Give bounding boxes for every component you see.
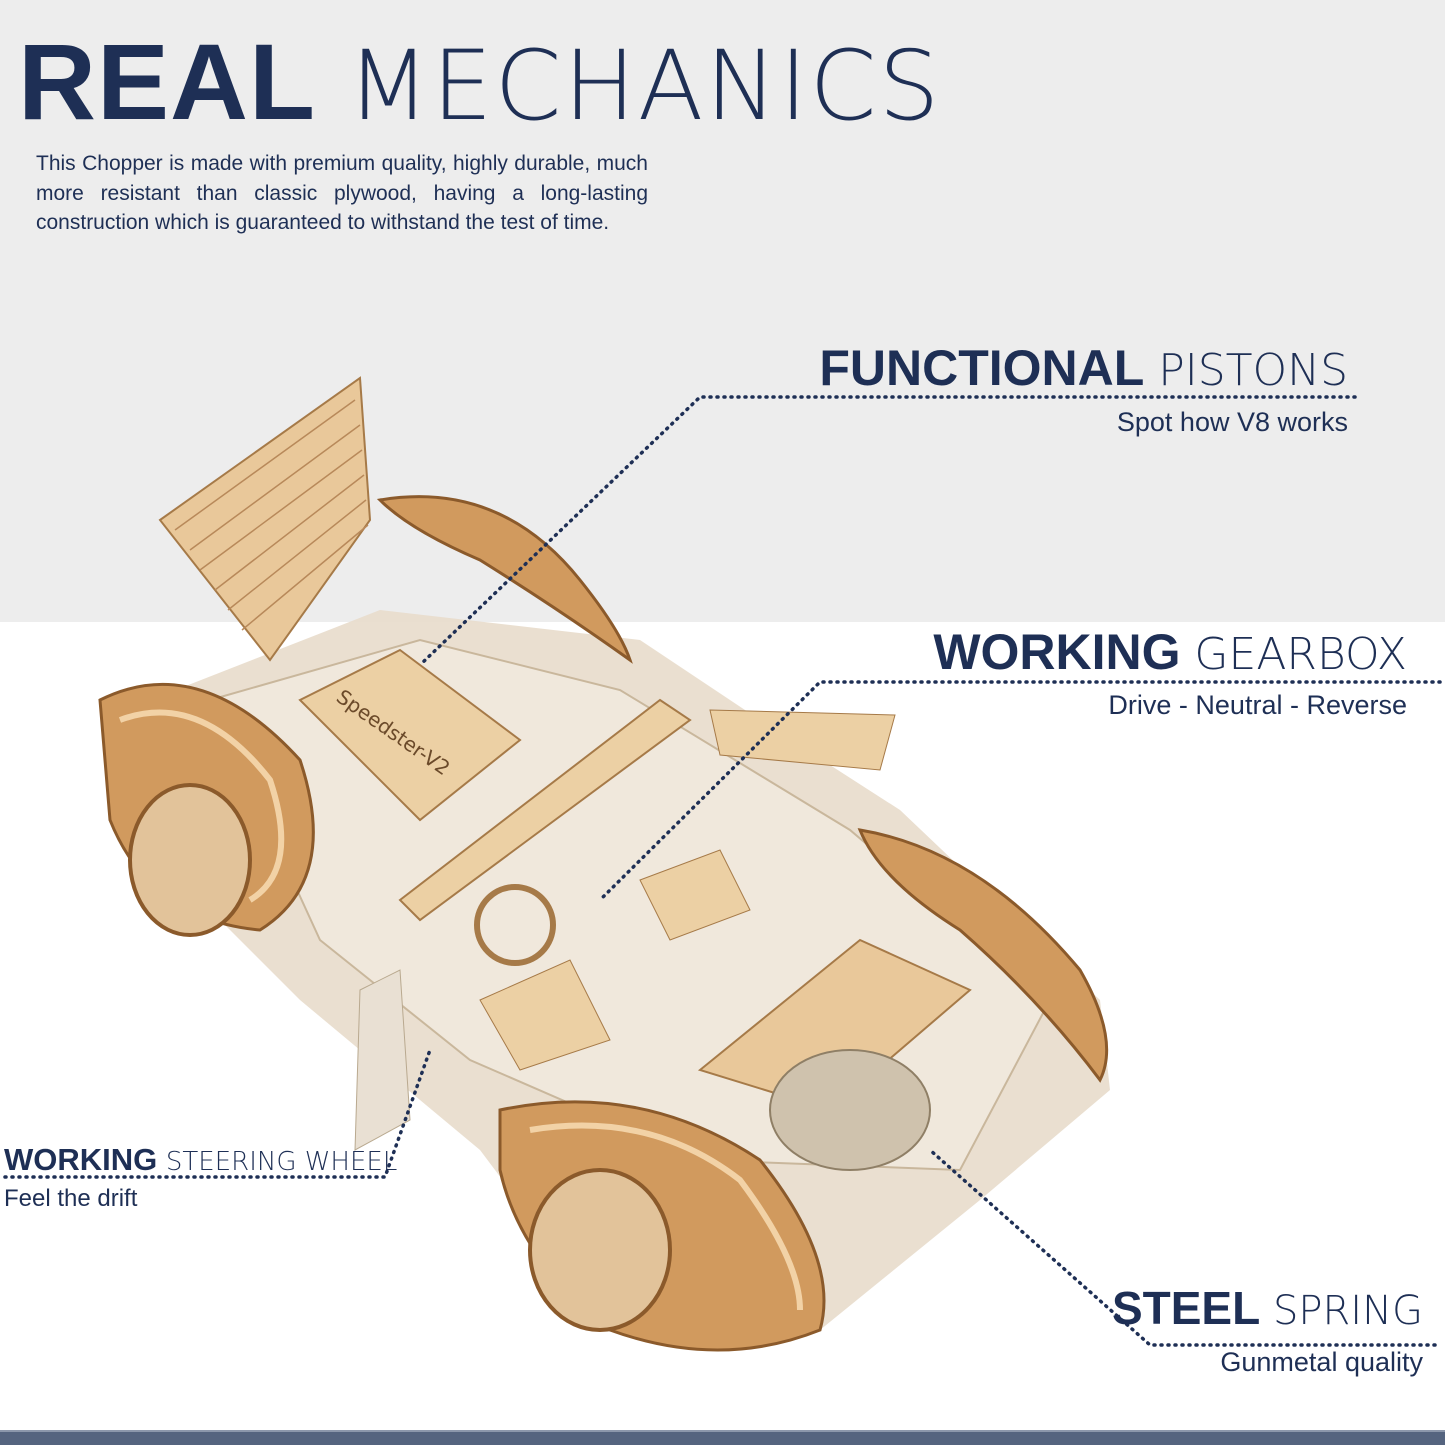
car-model: Speedster-V2 (98, 376, 1110, 1352)
page-title: REAL MECHANICS (18, 21, 942, 142)
feature-steering: WORKING STEERING WHEEL Feel the drift (4, 1142, 398, 1212)
gearbox-callout-line (598, 680, 1442, 902)
feature-gearbox: WORKING GEARBOX Drive - Neutral - Revers… (933, 624, 1407, 720)
steering-callout-line (3, 1048, 432, 1179)
feature-spring: STEEL SPRING Gunmetal quality (1111, 1282, 1423, 1377)
callout-lines (3, 395, 1442, 1347)
pistons-callout-line (418, 395, 1357, 667)
bottom-bar (0, 1430, 1445, 1445)
intro-paragraph: This Chopper is made with premium qualit… (36, 152, 648, 234)
feature-pistons: FUNCTIONAL PISTONS Spot how V8 works (819, 340, 1348, 437)
